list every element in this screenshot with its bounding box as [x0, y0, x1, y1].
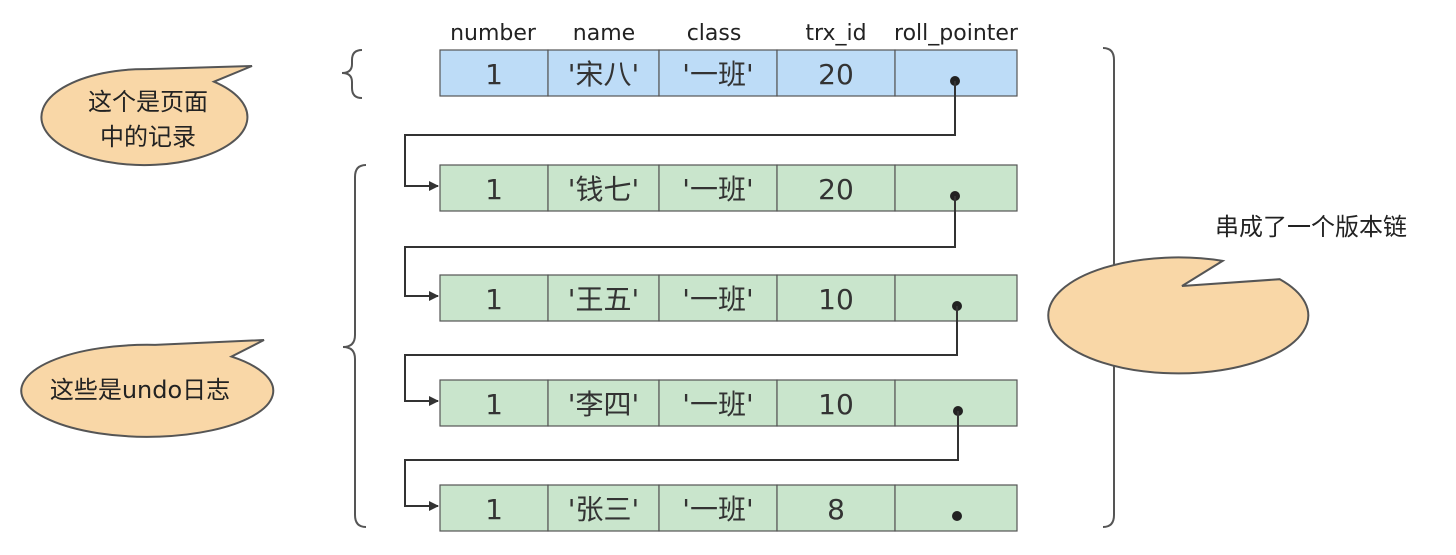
callout-version-chain-bubble	[1047, 256, 1310, 375]
cell-number-text: 1	[485, 388, 503, 421]
cell-name	[547, 164, 660, 212]
undo-record-row: 1 '张三' '一班' 8	[439, 484, 1018, 532]
cell-number	[439, 49, 549, 97]
cell-trx-id-text: 20	[818, 58, 854, 91]
column-header-name: name	[573, 21, 635, 46]
column-header-class: class	[687, 21, 742, 46]
undo-record-row: 1 '李四' '一班' 10	[439, 379, 1018, 427]
callout-page-record-line-1: 这个是页面	[88, 88, 208, 116]
roll-pointer-arrow	[404, 196, 956, 301]
callout-undo-log: 这些是undo日志	[20, 339, 275, 438]
cell-class	[658, 484, 778, 532]
cell-trx-id-text: 8	[827, 493, 845, 526]
cell-trx-id	[776, 484, 896, 532]
cell-roll-pointer	[894, 484, 1018, 532]
cell-number-text: 1	[485, 58, 503, 91]
column-header-trx-id: trx_id	[805, 21, 866, 46]
cell-trx-id-text: 10	[818, 388, 854, 421]
undo-record-row: 1 '王五' '一班' 10	[439, 274, 1018, 322]
callout-version-chain: 串成了一个版本链	[1047, 213, 1407, 375]
cell-number	[439, 379, 549, 427]
cell-class-text: '一班'	[682, 58, 753, 91]
roll-pointer-arrow	[404, 411, 959, 511]
cell-class-text: '一班'	[682, 388, 753, 421]
cell-name	[547, 274, 660, 322]
cell-number	[439, 484, 549, 532]
cell-class	[658, 379, 778, 427]
cell-class-text: '一班'	[682, 493, 753, 526]
column-headers: number name class trx_id roll_pointer	[450, 21, 1019, 46]
cell-trx-id	[776, 274, 896, 322]
callout-version-chain-text: 串成了一个版本链	[1215, 213, 1407, 241]
roll-pointer-arrow	[404, 81, 956, 191]
cell-class	[658, 274, 778, 322]
cell-trx-id	[776, 164, 896, 212]
cell-trx-id-text: 20	[818, 173, 854, 206]
cell-number-text: 1	[485, 283, 503, 316]
callout-page-record-bubble	[40, 65, 253, 167]
cell-name-text: '张三'	[568, 493, 639, 526]
cell-name	[547, 49, 660, 97]
cell-trx-id-text: 10	[818, 283, 854, 316]
cell-class-text: '一班'	[682, 283, 753, 316]
roll-pointer-connectors	[404, 81, 959, 511]
undo-record-row: 1 '钱七' '一班' 20	[439, 164, 1018, 212]
cell-name-text: '李四'	[568, 388, 639, 421]
cell-class	[658, 49, 778, 97]
cell-trx-id	[776, 379, 896, 427]
cell-number-text: 1	[485, 493, 503, 526]
cell-number	[439, 164, 549, 212]
column-header-number: number	[450, 21, 537, 46]
page-record-row: 1 '宋八' '一班' 20	[439, 49, 1018, 97]
undo-log-brace	[342, 164, 367, 528]
page-record-brace	[341, 49, 363, 99]
callout-page-record-line-2: 中的记录	[100, 123, 196, 151]
cell-roll-pointer	[894, 379, 1018, 427]
roll-pointer-dot	[952, 511, 962, 521]
cell-name	[547, 379, 660, 427]
record-rows: 1 '宋八' '一班' 20 1 '钱七' '一班' 20 1 '王五' '一班' 10 1 '李四' '一…	[439, 49, 1018, 532]
cell-number	[439, 274, 549, 322]
cell-name	[547, 484, 660, 532]
cell-name-text: '钱七'	[568, 173, 639, 206]
cell-name-text: '宋八'	[568, 58, 639, 91]
callout-undo-log-text: 这些是undo日志	[50, 376, 230, 404]
callout-page-record: 这个是页面 中的记录	[40, 65, 253, 167]
callout-undo-log-bubble	[20, 339, 275, 438]
roll-pointer-arrow	[404, 306, 958, 406]
cell-name-text: '王五'	[568, 283, 639, 316]
column-header-roll-pointer: roll_pointer	[894, 21, 1019, 46]
cell-class-text: '一班'	[682, 173, 753, 206]
cell-class	[658, 164, 778, 212]
cell-number-text: 1	[485, 173, 503, 206]
